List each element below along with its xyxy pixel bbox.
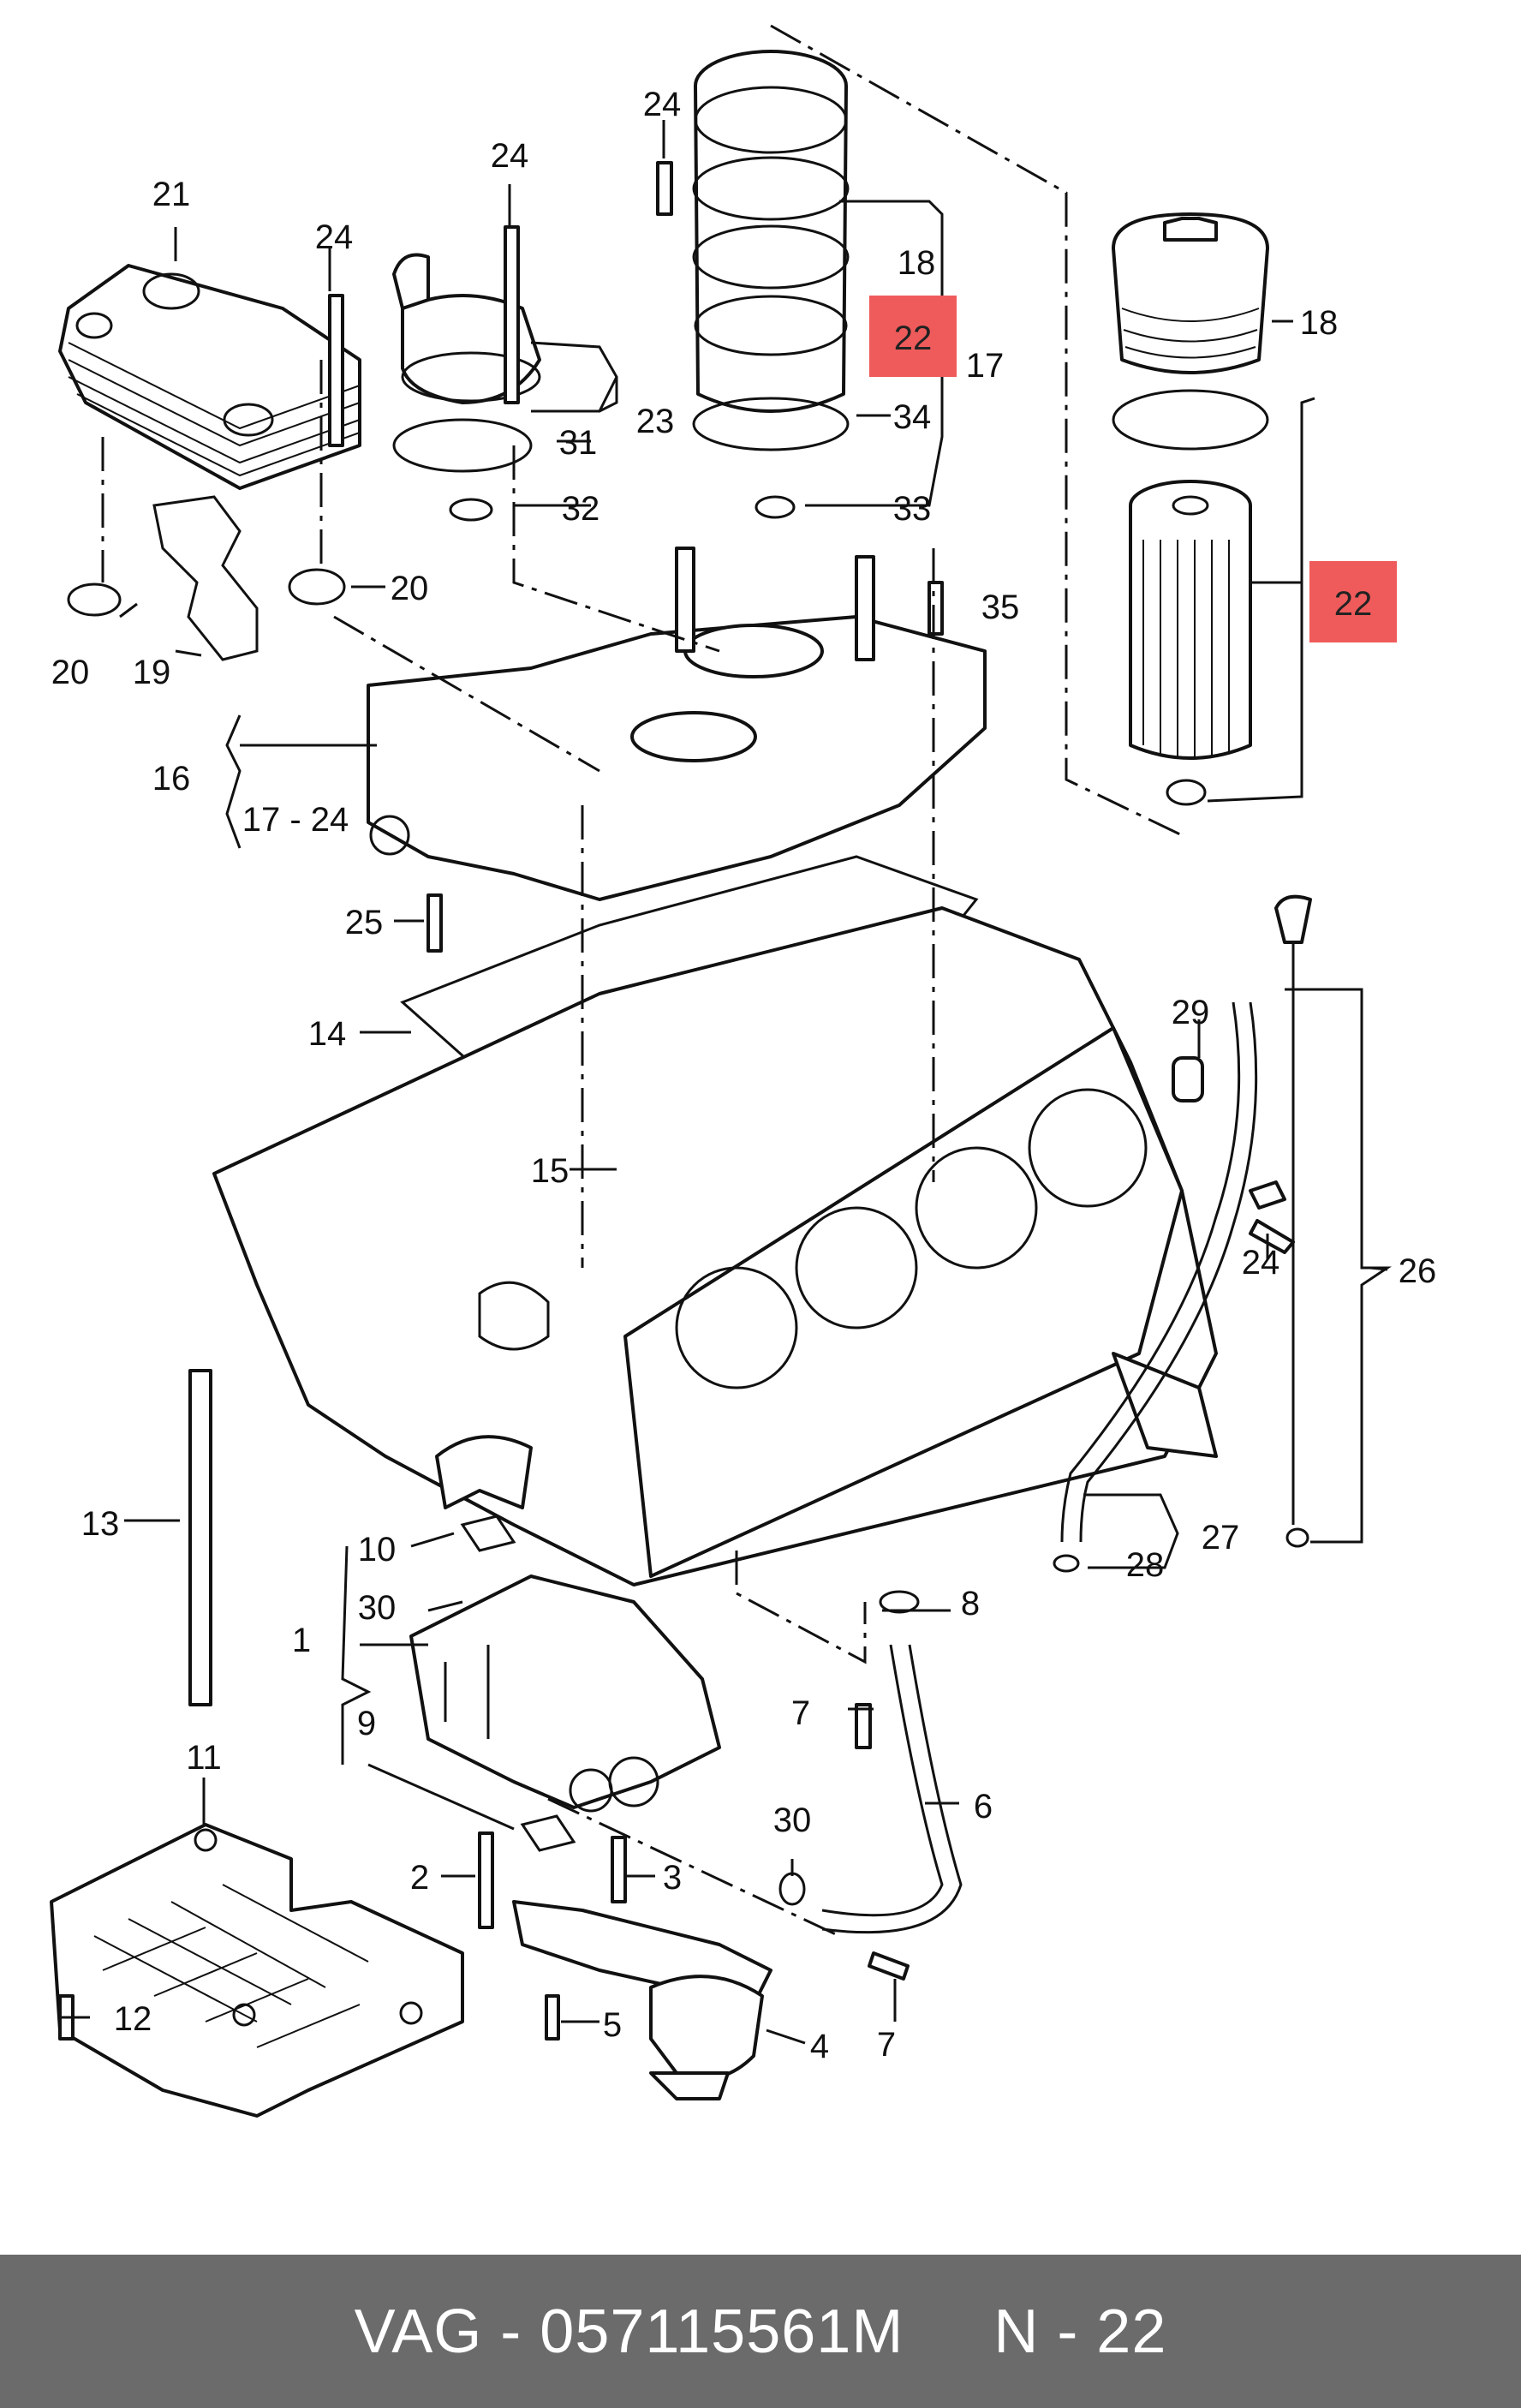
oil-pump <box>409 1574 721 1813</box>
callout-32: 32 <box>562 490 600 528</box>
highlight-box-22-top <box>869 296 957 377</box>
callout-27: 27 <box>1202 1519 1240 1557</box>
callout-23: 23 <box>636 403 675 440</box>
filter-cartridge-22 <box>1129 480 1252 760</box>
callout-3: 3 <box>663 1859 682 1897</box>
gasket-9 <box>520 1814 576 1852</box>
callout-15: 15 <box>531 1152 570 1190</box>
callout-24-a: 24 <box>315 218 354 256</box>
filter-flange-16 <box>367 547 987 901</box>
callout-20-a: 20 <box>391 570 429 607</box>
seal-20-left <box>67 583 122 617</box>
callout-7-b: 7 <box>877 2026 896 2064</box>
callout-26: 26 <box>1399 1252 1437 1290</box>
callout-18-a: 18 <box>898 244 936 282</box>
callout-13: 13 <box>81 1505 120 1543</box>
callout-19: 19 <box>133 654 171 691</box>
callout-4: 4 <box>810 2028 829 2065</box>
guide-lines <box>333 24 1183 1938</box>
dipstick-assembly <box>1053 894 1312 1573</box>
parts-diagram: 21 24 24 24 18 22 17 18 22 23 31 32 34 3… <box>50 24 1437 2118</box>
callout-10: 10 <box>358 1531 397 1568</box>
oring-31 <box>392 418 533 473</box>
highlight-box-22-right <box>1309 561 1397 642</box>
engine-block <box>212 906 1218 1586</box>
callout-29: 29 <box>1172 994 1210 1031</box>
callout-16: 16 <box>152 760 191 798</box>
filter-cap-right <box>1112 212 1269 374</box>
bolt-icons <box>58 161 1295 2041</box>
part-number-banner: VAG - 057115561M N - 22 <box>0 2255 1521 2408</box>
callout-35: 35 <box>981 589 1020 626</box>
callout-2: 2 <box>410 1859 429 1897</box>
callout-12: 12 <box>114 2000 152 2038</box>
callout-18-b: 18 <box>1300 304 1339 342</box>
callout-28: 28 <box>1126 1546 1165 1584</box>
oring-33 <box>755 495 796 519</box>
oring-right <box>1112 389 1269 451</box>
oring-32 <box>449 498 493 522</box>
callout-6: 6 <box>974 1788 993 1825</box>
callout-9: 9 <box>357 1705 376 1742</box>
oring-34 <box>692 397 850 451</box>
callout-21: 21 <box>152 176 191 213</box>
callout-22-b: 22 <box>1334 585 1373 623</box>
seal-right-bottom <box>1166 779 1207 806</box>
oil-baffle <box>50 1823 464 2118</box>
callout-17-24: 17 - 24 <box>242 801 349 839</box>
dowel-pipe-13 <box>188 1369 212 1706</box>
callout-labels: 21 24 24 24 18 22 17 18 22 23 31 32 34 3… <box>51 86 1437 2065</box>
oil-strainer <box>512 1900 772 2100</box>
seal-20-right <box>288 568 346 606</box>
gasket-10 <box>460 1515 516 1552</box>
bracket-upper <box>435 1435 533 1509</box>
callout-22-a: 22 <box>894 320 933 357</box>
callout-5: 5 <box>603 2006 622 2044</box>
callout-1: 1 <box>292 1622 311 1659</box>
callout-30-a: 30 <box>358 1589 397 1627</box>
filter-housing-tall <box>692 50 850 413</box>
callout-14: 14 <box>308 1015 347 1053</box>
gasket-19 <box>152 495 259 661</box>
callout-31: 31 <box>559 424 598 462</box>
callout-25: 25 <box>345 904 384 941</box>
callout-30-b: 30 <box>773 1802 812 1839</box>
part-number-text: VAG - 057115561M N - 22 <box>354 2297 1167 2366</box>
callout-20-b: 20 <box>51 654 90 691</box>
callout-33: 33 <box>893 490 932 528</box>
oring-30 <box>778 1872 806 1906</box>
callout-8: 8 <box>961 1585 980 1622</box>
oring-8 <box>879 1590 920 1614</box>
callout-24-c: 24 <box>643 86 682 123</box>
callout-7-a: 7 <box>791 1694 810 1732</box>
oil-cooler <box>58 264 361 490</box>
callout-24-b: 24 <box>491 137 529 175</box>
callout-24-d: 24 <box>1242 1244 1280 1282</box>
suction-pipe-6 <box>821 1644 963 1934</box>
callout-34: 34 <box>893 398 932 436</box>
callout-11: 11 <box>186 1739 222 1777</box>
callout-17-a: 17 <box>966 347 1005 385</box>
